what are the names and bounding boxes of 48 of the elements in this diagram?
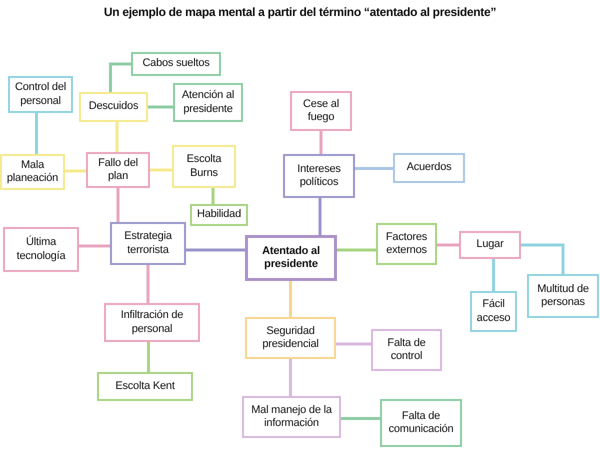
connector-line [289, 281, 292, 317]
connector-line [336, 342, 371, 346]
topic-box: Cese al fuego [290, 91, 352, 131]
topic-box: Acuerdos [393, 153, 465, 183]
topic-box: Factores externos [376, 223, 437, 265]
topic-box: Fácil acceso [470, 291, 517, 332]
topic-box: Intereses políticos [283, 154, 355, 198]
topic-box: Atención al presidente [173, 83, 243, 122]
connector-line [355, 167, 393, 170]
central-topic-box: Atentado al presidente [245, 235, 337, 281]
topic-box: Cabos sueltos [131, 52, 221, 76]
connector-line [289, 359, 292, 396]
connector-line [65, 170, 86, 172]
topic-box: Control del personal [8, 76, 73, 113]
topic-box: Lugar [459, 231, 521, 259]
connector-line [492, 259, 495, 291]
topic-box: Habilidad [190, 204, 248, 226]
connector-line [116, 122, 118, 152]
topic-box: Seguridad presidencial [245, 317, 336, 359]
topic-box: Descuidos [79, 92, 148, 122]
connector-line [186, 248, 245, 252]
topic-box: Infiltración de personal [104, 303, 200, 342]
connector-line [437, 244, 459, 246]
connector-line [109, 62, 131, 92]
topic-box: Multitud de personas [527, 274, 599, 318]
connector-line [341, 417, 380, 420]
connector-line [79, 244, 110, 248]
topic-box: Última tecnología [3, 227, 79, 272]
connector-line [318, 198, 322, 235]
topic-box: Fallo del plan [86, 152, 150, 188]
connector-line [35, 113, 38, 154]
connector-line [337, 248, 376, 252]
connector-line [320, 131, 322, 154]
topic-box: Falta de comunicación [380, 399, 462, 447]
topic-box: Mal manejo de la información [242, 396, 341, 438]
topic-box: Falta de control [371, 329, 442, 371]
topic-box: Mala planeación [0, 154, 65, 190]
connector-line [148, 106, 173, 108]
connector-line [147, 342, 150, 372]
topic-box: Estrategia terrorista [110, 222, 186, 265]
topic-box: Escolta Burns [172, 145, 236, 188]
diagram-title: Un ejemplo de mapa mental a partir del término “atentado al presidente” [102, 5, 498, 19]
connector-line [212, 188, 214, 204]
connector-line [116, 188, 120, 222]
topic-box: Escolta Kent [97, 372, 193, 401]
connector-line [150, 168, 172, 172]
connector-line [521, 244, 564, 274]
connector-line [146, 265, 150, 303]
